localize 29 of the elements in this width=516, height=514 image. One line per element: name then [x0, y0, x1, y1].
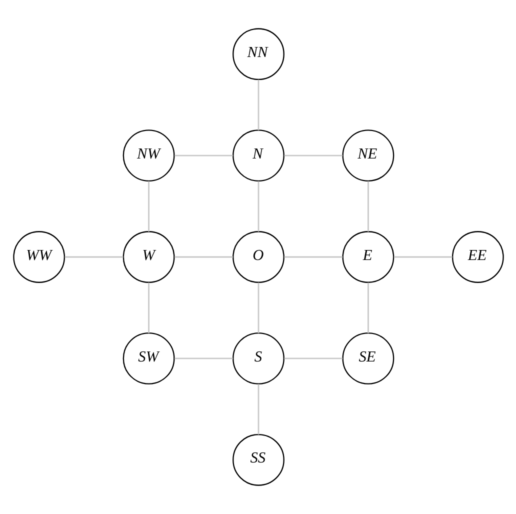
node-circle: N — [232, 130, 284, 182]
connector — [257, 384, 259, 434]
connector — [393, 256, 452, 258]
node-circle: WW — [12, 231, 65, 283]
connector — [174, 358, 232, 360]
node-circle: SE — [342, 332, 394, 384]
node-circle: E — [342, 231, 394, 283]
node-circle: NN — [232, 28, 284, 80]
connector — [257, 282, 259, 334]
node-circle: SW — [122, 332, 174, 384]
connector — [148, 282, 149, 334]
connector — [174, 154, 232, 156]
node-circle: SS — [232, 434, 284, 486]
connector — [284, 256, 342, 258]
node-circle: W — [122, 231, 174, 283]
node-circle: O — [232, 231, 284, 283]
connector — [367, 181, 368, 232]
connector — [64, 256, 123, 258]
connector — [284, 358, 342, 360]
connector — [367, 282, 368, 334]
node-circle: NW — [122, 130, 174, 182]
connector — [257, 80, 259, 130]
node-circle: EE — [451, 231, 504, 283]
connector — [148, 181, 149, 232]
node-circle: NE — [342, 130, 394, 182]
connector — [174, 256, 232, 258]
node-circle: S — [232, 332, 284, 384]
connector — [284, 154, 342, 156]
connector — [257, 181, 259, 232]
